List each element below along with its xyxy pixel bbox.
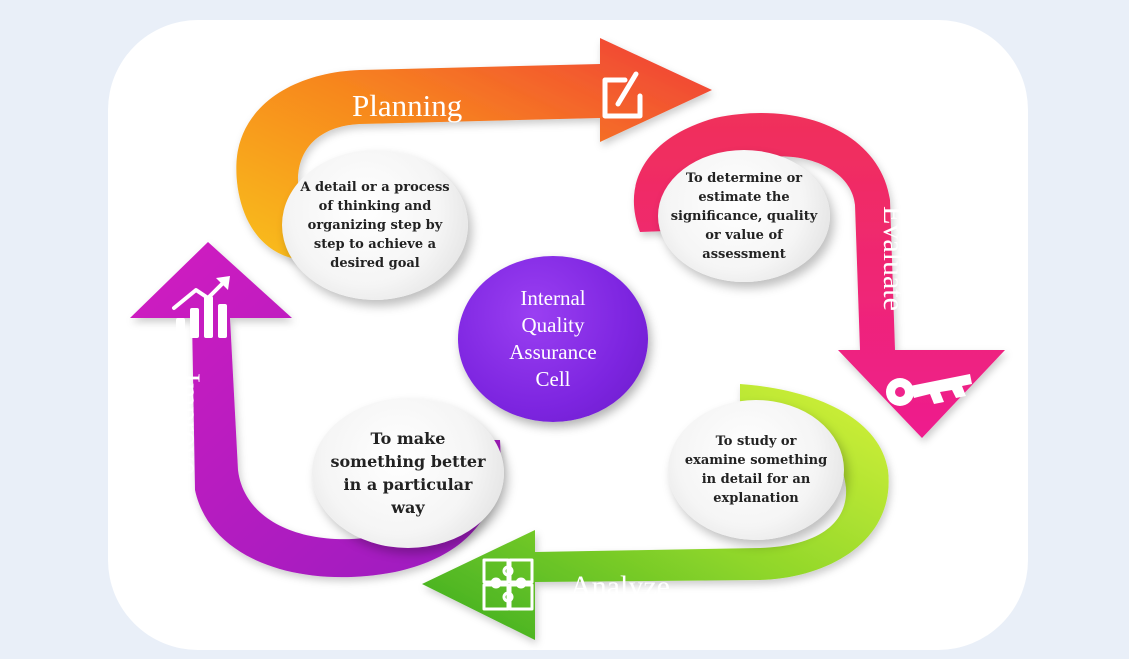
improve-description: To make something better in a particular… bbox=[330, 429, 486, 517]
improve-label: Improve bbox=[173, 373, 206, 475]
growth-chart-icon bbox=[172, 276, 230, 338]
analyze-description-bubble: To study or examine something in detail … bbox=[668, 400, 844, 540]
planning-arrow bbox=[236, 38, 712, 268]
center-title: Internal Quality Assurance Cell bbox=[509, 286, 597, 391]
center-circle: Internal Quality Assurance Cell bbox=[458, 256, 648, 422]
puzzle-icon bbox=[482, 558, 534, 611]
planning-label: Planning bbox=[352, 88, 463, 123]
improve-description-bubble: To make something better in a particular… bbox=[312, 398, 504, 548]
analyze-arrow bbox=[422, 384, 889, 640]
evaluate-arrow bbox=[633, 113, 1005, 438]
planning-description-bubble: A detail or a process of thinking and or… bbox=[282, 150, 468, 300]
evaluate-label: Evaluate bbox=[877, 206, 910, 311]
planning-description: A detail or a process of thinking and or… bbox=[300, 179, 450, 271]
analyze-description: To study or examine something in detail … bbox=[684, 434, 828, 506]
key-icon bbox=[886, 374, 972, 406]
note-edit-icon bbox=[602, 71, 643, 119]
evaluate-description-bubble: To determine or estimate the significanc… bbox=[658, 150, 830, 282]
analyze-label: Analyze bbox=[570, 570, 670, 603]
evaluate-description: To determine or estimate the significanc… bbox=[670, 170, 818, 262]
